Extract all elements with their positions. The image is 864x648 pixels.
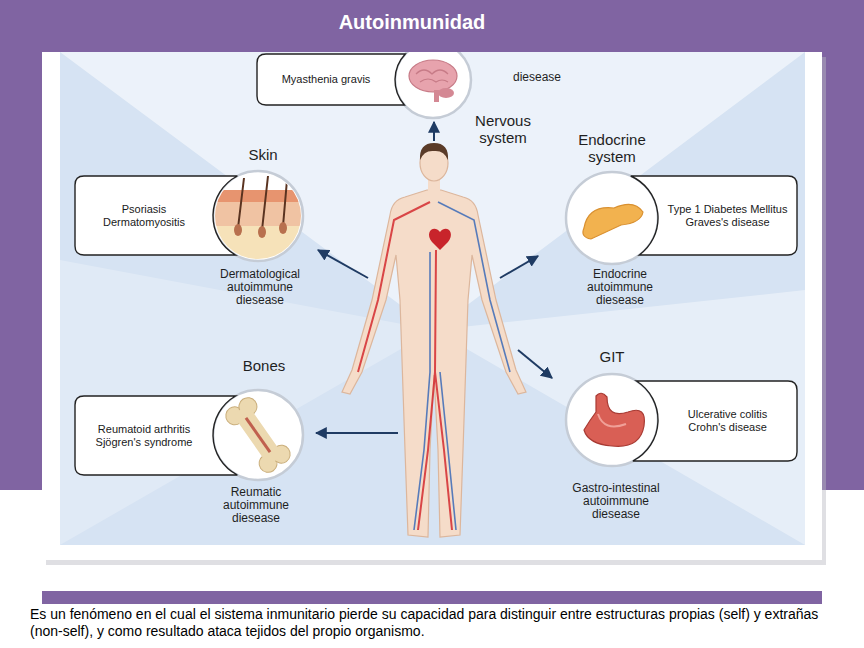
vein <box>414 202 510 530</box>
pointer-arrow <box>318 250 368 278</box>
category-label: Endocrine autoimmune diesease <box>570 268 670 307</box>
label-slot: Reumatic autoimmune diesease <box>206 486 306 525</box>
hypodermis <box>213 226 303 262</box>
image-ground <box>60 52 805 545</box>
category-label: diesease <box>497 71 577 84</box>
label-slot: Dermatological autoimmune diesease <box>210 268 310 307</box>
label-slot: diesease <box>497 71 577 84</box>
label-slot: Bones <box>224 357 304 374</box>
disease-name: Type 1 Diabetes Mellitus <box>668 203 788 216</box>
pointer-arrow <box>518 350 552 378</box>
heart <box>429 229 451 250</box>
box-text-area: Myasthenia gravis <box>257 54 395 105</box>
image-panel <box>42 52 822 560</box>
disease-name: Sjögren's syndrome <box>96 436 193 449</box>
category-label: Dermatological autoimmune diesease <box>210 268 310 307</box>
category-label: Gastro-intestinal autoimmune diesease <box>561 482 671 521</box>
hair-follicle <box>234 224 242 236</box>
box-text-area: Ulcerative colitisCrohn's disease <box>658 381 797 461</box>
disease-name: Dermatomyositis <box>103 216 185 229</box>
disease-name: Myasthenia gravis <box>282 73 371 86</box>
disease-box: Type 1 Diabetes MellitusGraves's disease <box>612 176 797 255</box>
caption-text: Es un fenómeno en el cual el sistema inm… <box>30 606 852 640</box>
illustration-group <box>60 52 805 545</box>
brain <box>409 60 457 92</box>
system-heading: GIT <box>572 348 652 365</box>
artery <box>358 202 452 530</box>
disease-name: Psoriasis <box>122 203 167 216</box>
box-outline <box>75 176 237 255</box>
box-outline <box>257 54 405 105</box>
hair-strand <box>238 176 287 230</box>
disease-name: Graves's disease <box>685 216 769 229</box>
pointer-arrow <box>316 432 398 434</box>
box-text-area: Reumatoid arthritisSjögren's syndrome <box>75 396 213 475</box>
brain-folds <box>416 70 448 82</box>
disease-box: Reumatoid arthritisSjögren's syndrome <box>75 396 258 475</box>
label-slot: GIT <box>572 348 652 365</box>
cerebellum <box>438 88 454 98</box>
disease-box: Ulcerative colitisCrohn's disease <box>612 381 797 461</box>
organ-circle <box>395 52 471 118</box>
hair-follicle <box>279 222 287 234</box>
bone <box>222 394 293 476</box>
human-hair <box>420 143 448 160</box>
hair-follicle <box>258 226 266 238</box>
system-heading: Bones <box>224 357 304 374</box>
bone-marrow <box>246 418 270 452</box>
label-slot: Gastro-intestinal autoimmune diesease <box>561 482 671 521</box>
disease-name: Reumatoid arthritis <box>98 423 190 436</box>
human-body <box>342 190 526 537</box>
light-wedge <box>434 290 805 545</box>
disease-box: PsoriasisDermatomyositis <box>75 176 258 255</box>
label-slot: Nervous system <box>458 112 548 146</box>
caption-slot: Es un fenómeno en el cual el sistema inm… <box>30 606 852 640</box>
brain-stem <box>434 90 439 102</box>
box-outline <box>75 396 237 475</box>
title-slot: Autoinmunidad <box>0 10 824 34</box>
system-heading: Nervous system <box>458 112 548 146</box>
stomach-fold <box>598 414 626 426</box>
epidermis <box>213 190 303 202</box>
bone-shaft <box>233 404 283 465</box>
divider-bar <box>42 591 822 604</box>
page-title: Autoinmunidad <box>0 10 824 34</box>
box-outline <box>631 176 797 255</box>
pointer-arrow <box>500 256 538 278</box>
disease-name: Crohn's disease <box>688 421 767 434</box>
label-slot: Skin <box>223 146 303 163</box>
system-heading: Endocrine system <box>562 131 662 165</box>
box-text-area: Type 1 Diabetes MellitusGraves's disease <box>658 176 797 255</box>
label-slot: Endocrine autoimmune diesease <box>570 268 670 307</box>
disease-name: Ulcerative colitis <box>688 408 767 421</box>
pointer-arrow <box>433 122 435 141</box>
box-outline <box>633 381 797 461</box>
box-text-area: PsoriasisDermatomyositis <box>75 176 213 255</box>
stomach <box>584 393 644 446</box>
disease-box: Myasthenia gravis <box>257 54 433 105</box>
label-slot: Endocrine system <box>562 131 662 165</box>
system-heading: Skin <box>223 146 303 163</box>
pancreas <box>583 204 643 239</box>
dermis <box>213 202 303 226</box>
category-label: Reumatic autoimmune diesease <box>206 486 306 525</box>
